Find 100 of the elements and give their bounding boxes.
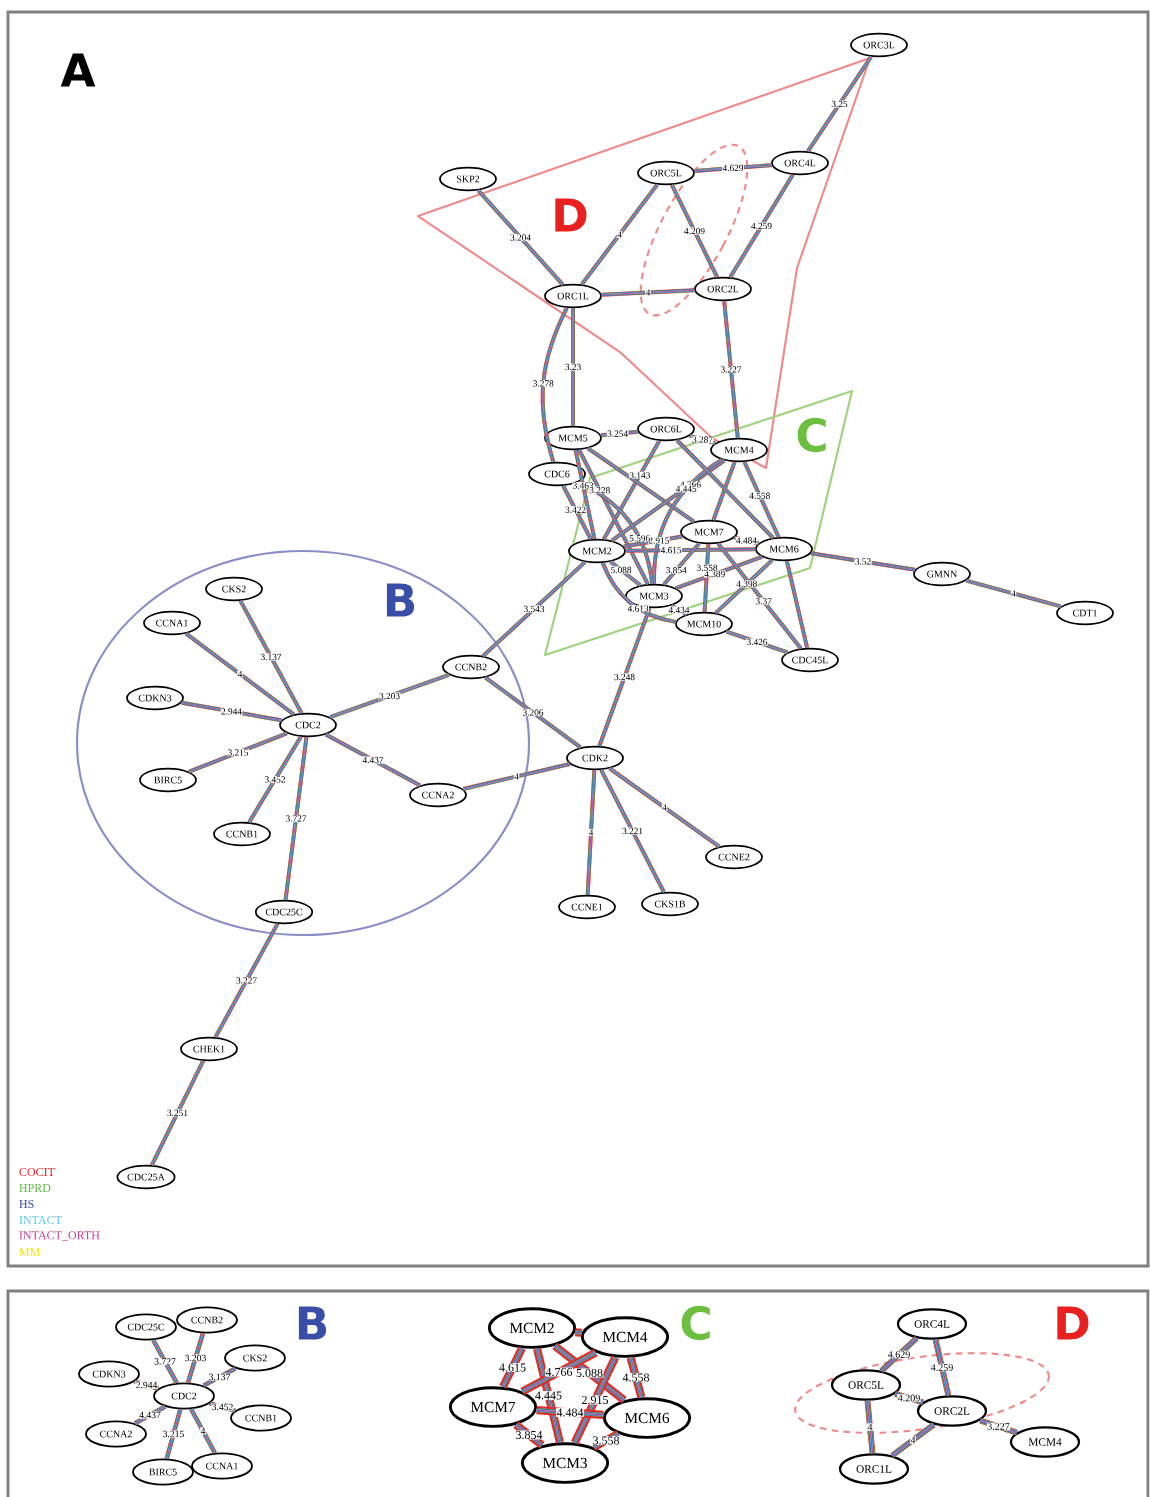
edge-label: 2.915	[581, 1395, 609, 1405]
interaction-line	[202, 1366, 237, 1388]
edge-label: 3.543	[523, 605, 545, 613]
interaction-line	[600, 288, 696, 297]
interaction-line	[932, 1339, 952, 1396]
edge-label: 3.37	[755, 597, 773, 605]
gene-node: MCM2	[568, 538, 626, 564]
edge-label: 3.227	[986, 1422, 1011, 1431]
interaction-line	[784, 560, 810, 649]
edge-label: 4.766	[545, 1367, 573, 1377]
gene-node: CCNA2	[409, 782, 467, 808]
gene-node: CCNE2	[705, 844, 763, 870]
edge-label: 3.137	[260, 653, 282, 661]
interaction-line	[599, 769, 666, 893]
gene-node: CCNE1	[558, 894, 616, 920]
panel-letter: B	[298, 1306, 327, 1340]
interaction-line	[540, 307, 569, 463]
gene-node: CDC2	[279, 712, 337, 738]
edge-label: 3.452	[264, 775, 286, 784]
interaction-line	[247, 735, 303, 824]
panel-letter: A	[60, 53, 96, 87]
interaction-line	[600, 562, 677, 624]
interaction-line	[662, 542, 701, 586]
edge-label: 4	[237, 670, 243, 678]
gene-node: MCM2	[487, 1307, 577, 1349]
legend-entry: COCIT	[19, 1168, 55, 1177]
interaction-line	[520, 1348, 598, 1396]
interaction-line	[597, 607, 652, 747]
edge-label: 4.445	[534, 1391, 563, 1400]
gene-node: MCM4	[1009, 1426, 1081, 1458]
interaction-line	[533, 1347, 564, 1444]
edge-label: 3.254	[606, 430, 629, 438]
legend-entry: HPRD	[19, 1184, 51, 1192]
interaction-line	[622, 534, 684, 549]
gene-node: CDC25A	[116, 1164, 176, 1190]
edge-label: 4.437	[138, 1411, 162, 1419]
panel-letter: C	[681, 1305, 710, 1341]
edge-label: 4.484	[556, 1408, 584, 1417]
interaction-line	[711, 461, 737, 521]
panel-letter: D	[1057, 1306, 1089, 1340]
edge-label: 4.437	[362, 756, 384, 764]
interaction-line	[150, 1060, 205, 1166]
edge-label: 4.629	[887, 1350, 911, 1359]
interaction-line	[484, 675, 582, 750]
edge-label: 4.484	[735, 536, 758, 545]
edge-label: 4.615	[660, 546, 682, 554]
edge-label: 4.209	[683, 227, 706, 235]
interaction-line	[742, 461, 781, 538]
interaction-line	[725, 629, 789, 655]
interaction-line	[184, 632, 296, 716]
gene-node: SKP2	[439, 166, 497, 192]
gene-node: ORC3L	[850, 32, 908, 58]
gene-node: CHEK1	[180, 1036, 238, 1062]
interaction-line	[462, 762, 571, 791]
gene-node: CCNA1	[143, 610, 201, 636]
gene-node: GMNN	[913, 561, 971, 587]
edge-label: 4.558	[622, 1373, 650, 1382]
interaction-line	[965, 578, 1062, 609]
edge-label: 5.088	[575, 1368, 604, 1378]
edge-label: 4.259	[930, 1363, 954, 1372]
edge-label: 4	[661, 804, 668, 811]
interaction-line	[585, 769, 597, 896]
gene-node: CCNB2	[176, 1306, 238, 1334]
edge-label: 3.25	[830, 100, 849, 108]
edge-label: 3.251	[166, 1109, 189, 1117]
interaction-line	[571, 1355, 619, 1445]
gene-node: ORC2L	[694, 276, 752, 302]
gene-node: CKS2	[205, 576, 263, 602]
gene-node: ORC4L	[896, 1308, 968, 1340]
interaction-line	[609, 560, 642, 587]
edge-label: 5.088	[610, 566, 632, 574]
panel-letter: B	[386, 583, 415, 617]
edge-label: 4.558	[748, 492, 771, 500]
interaction-line	[879, 1336, 919, 1373]
interaction-line	[601, 439, 662, 541]
edge-label: 3.221	[621, 827, 644, 835]
interaction-line	[626, 1356, 646, 1399]
edge-label: 4	[513, 773, 520, 780]
interaction-line	[675, 555, 763, 590]
edge-label: 4	[910, 1436, 916, 1444]
interaction-line	[810, 551, 916, 572]
gene-node: CCNB1	[213, 821, 271, 847]
interaction-line	[577, 480, 655, 585]
edge-label: 4	[616, 231, 623, 238]
interaction-line	[610, 458, 726, 543]
interaction-line	[722, 300, 740, 439]
interaction-line	[561, 485, 593, 541]
edge-label: 4	[200, 1427, 206, 1435]
gene-node: ORC1L	[544, 283, 602, 309]
panel-letter: C	[797, 417, 826, 453]
edge-label: 4.615	[498, 1363, 527, 1372]
edge-label: 5.596	[628, 534, 651, 542]
interaction-line	[481, 560, 587, 658]
interaction-line	[652, 458, 723, 585]
legend-entry: INTACT_ORTH	[19, 1231, 100, 1241]
gene-node: CCNA2	[85, 1420, 147, 1448]
interaction-line	[586, 446, 696, 524]
interaction-line	[979, 1417, 1018, 1436]
gene-node: MCM5	[544, 425, 602, 451]
interaction-line	[577, 449, 650, 585]
